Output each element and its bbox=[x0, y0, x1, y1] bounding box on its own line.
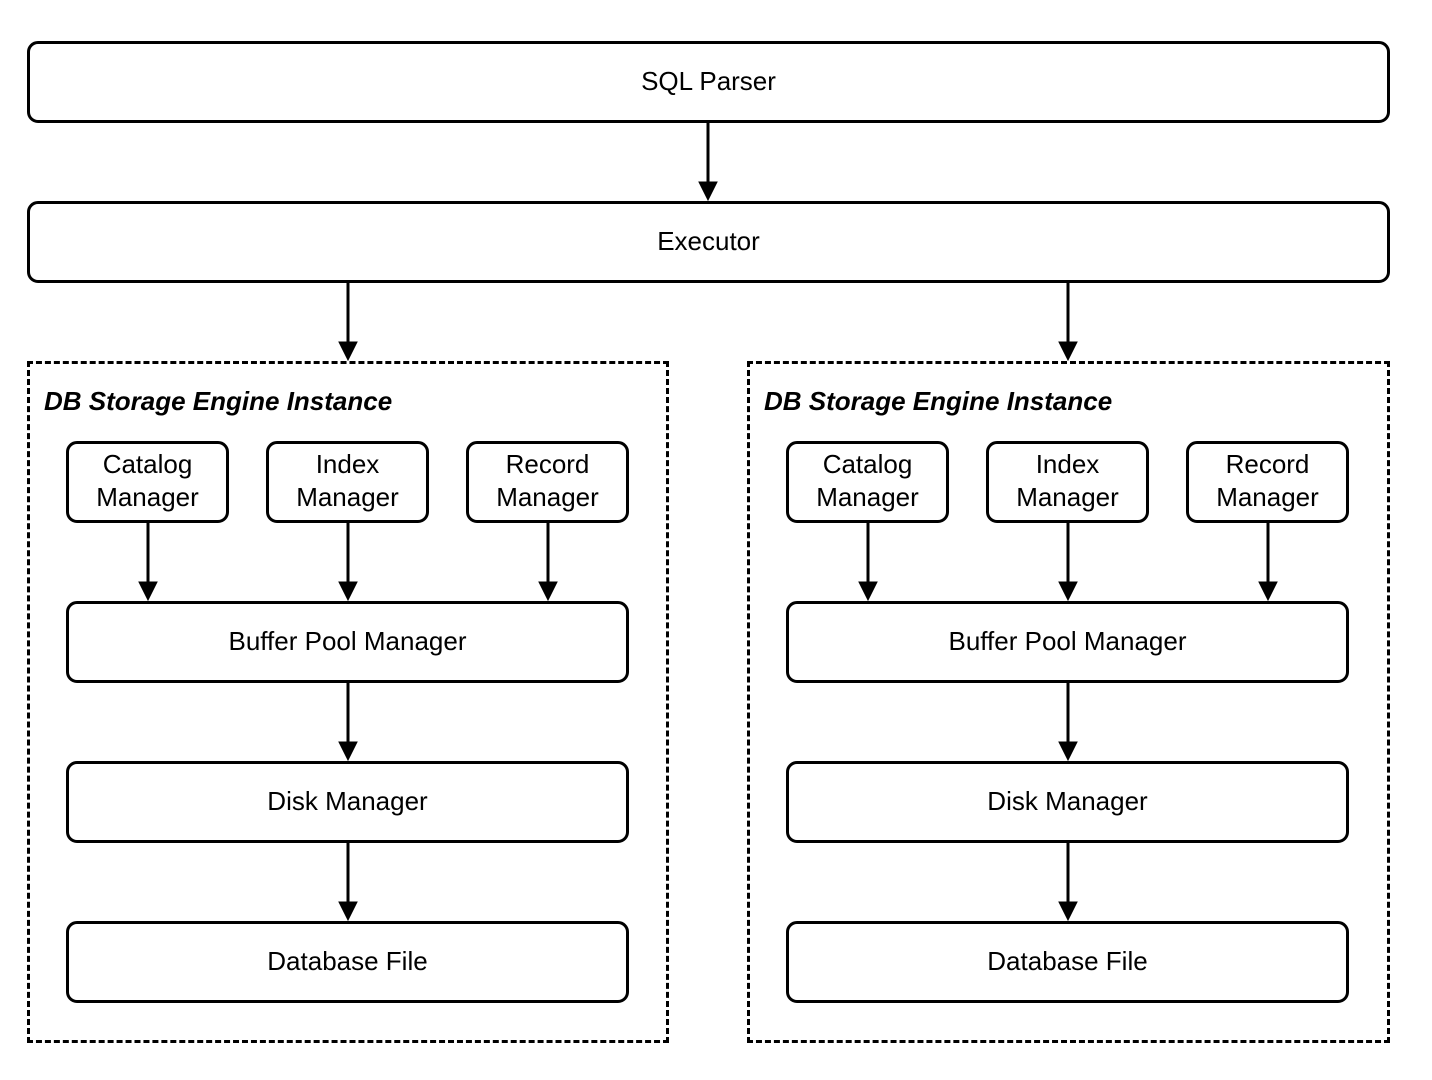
engine-title: DB Storage Engine Instance bbox=[44, 386, 393, 416]
database-file-label: Database File bbox=[987, 946, 1148, 977]
database-file-box: Database File bbox=[66, 921, 629, 1003]
disk-manager-label: Disk Manager bbox=[267, 786, 428, 817]
arrowhead bbox=[338, 341, 358, 362]
disk-manager-box: Disk Manager bbox=[66, 761, 629, 843]
engine-title: DB Storage Engine Instance bbox=[764, 386, 1113, 416]
buffer-pool-manager-label: Buffer Pool Manager bbox=[228, 626, 467, 657]
catalog-manager-label-line1: Catalog bbox=[102, 449, 193, 479]
database-file-label: Database File bbox=[267, 946, 428, 977]
index-manager-label-line1: Index bbox=[1035, 449, 1100, 479]
catalog-manager-label-line1: Catalog bbox=[822, 449, 913, 479]
buffer-pool-manager-box: Buffer Pool Manager bbox=[786, 601, 1349, 683]
executor-box: Executor bbox=[27, 201, 1390, 283]
record-manager-box: Record Manager bbox=[466, 441, 629, 523]
disk-manager-box: Disk Manager bbox=[786, 761, 1349, 843]
sql-parser-box: SQL Parser bbox=[27, 41, 1390, 123]
arrowhead bbox=[1058, 341, 1078, 362]
catalog-manager-label-line2: Manager bbox=[816, 482, 919, 512]
record-manager-label-line2: Manager bbox=[1216, 482, 1319, 512]
record-manager-label-line1: Record bbox=[1225, 449, 1310, 479]
buffer-pool-manager-label: Buffer Pool Manager bbox=[948, 626, 1187, 657]
catalog-manager-box: Catalog Manager bbox=[66, 441, 229, 523]
record-manager-label-line1: Record bbox=[505, 449, 590, 479]
sql-parser-label: SQL Parser bbox=[641, 66, 776, 97]
arrowhead bbox=[698, 181, 718, 202]
executor-label: Executor bbox=[657, 226, 760, 257]
buffer-pool-manager-box: Buffer Pool Manager bbox=[66, 601, 629, 683]
record-manager-label-line2: Manager bbox=[496, 482, 599, 512]
catalog-manager-label-line2: Manager bbox=[96, 482, 199, 512]
database-file-box: Database File bbox=[786, 921, 1349, 1003]
storage-engine-instance-1: DB Storage Engine Instance bbox=[27, 361, 669, 1043]
index-manager-label-line2: Manager bbox=[1016, 482, 1119, 512]
catalog-manager-box: Catalog Manager bbox=[786, 441, 949, 523]
record-manager-box: Record Manager bbox=[1186, 441, 1349, 523]
index-manager-box: Index Manager bbox=[986, 441, 1149, 523]
index-manager-label-line1: Index bbox=[315, 449, 380, 479]
index-manager-label-line2: Manager bbox=[296, 482, 399, 512]
disk-manager-label: Disk Manager bbox=[987, 786, 1148, 817]
storage-engine-instance-2: DB Storage Engine Instance bbox=[747, 361, 1390, 1043]
index-manager-box: Index Manager bbox=[266, 441, 429, 523]
